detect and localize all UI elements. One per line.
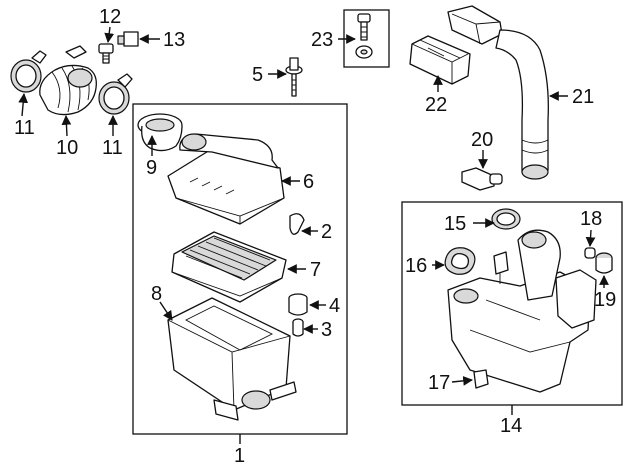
callout-21: 21 <box>572 86 594 108</box>
callout-1: 1 <box>234 445 245 467</box>
callout-5: 5 <box>252 64 263 86</box>
gasket-16[interactable] <box>444 247 476 275</box>
callout-17: 17 <box>428 372 450 394</box>
callout-19: 19 <box>594 289 616 311</box>
callout-6: 6 <box>303 171 314 193</box>
callout-16: 16 <box>405 255 427 277</box>
bolt-12[interactable] <box>98 43 114 64</box>
inlet-duct-9[interactable] <box>137 113 183 152</box>
air-cleaner-body-8[interactable] <box>167 297 297 421</box>
callout-8: 8 <box>151 283 162 305</box>
callout-9: 9 <box>146 157 157 179</box>
callout-13: 13 <box>163 29 185 51</box>
air-filter-element-7[interactable] <box>171 231 287 303</box>
air-intake-hose-21[interactable] <box>447 5 549 180</box>
leader-lines <box>18 26 609 444</box>
callout-22: 22 <box>425 94 447 116</box>
callout-15: 15 <box>444 213 466 235</box>
bushing-3[interactable] <box>292 318 304 337</box>
clip-nut-13[interactable] <box>117 31 139 47</box>
intake-assembly-14[interactable] <box>447 229 597 393</box>
grommet-19[interactable] <box>595 252 613 274</box>
callout-10: 10 <box>56 137 78 159</box>
callout-12: 12 <box>99 6 121 28</box>
grommet-4[interactable] <box>288 293 308 316</box>
hose-clamp-right[interactable] <box>98 73 133 115</box>
hose-clamp-left[interactable] <box>10 50 47 93</box>
callout-4: 4 <box>329 295 340 317</box>
callout-14: 14 <box>500 415 522 437</box>
retaining-clip-2[interactable] <box>289 213 305 235</box>
breather-fitting-20[interactable] <box>461 167 503 191</box>
callout-18: 18 <box>580 208 602 230</box>
bolt-washer-kit-23[interactable] <box>355 13 373 59</box>
callout-3: 3 <box>321 319 332 341</box>
resonator-22[interactable] <box>409 35 471 85</box>
callout-7: 7 <box>310 259 321 281</box>
callout-2: 2 <box>321 221 332 243</box>
bolt-5[interactable] <box>285 57 303 97</box>
clip-17[interactable] <box>473 369 489 389</box>
callout-11-right: 11 <box>102 137 123 159</box>
intake-duct-bellows[interactable] <box>39 45 97 116</box>
air-cleaner-cover-6[interactable] <box>167 133 285 225</box>
callout-20: 20 <box>471 129 493 151</box>
callout-23: 23 <box>311 29 333 51</box>
callout-11-left: 11 <box>14 117 35 139</box>
callout-labels: 11 10 11 12 13 5 23 22 21 20 9 6 2 7 8 4… <box>14 6 616 467</box>
seal-ring-15[interactable] <box>491 208 521 230</box>
plug-18[interactable] <box>584 247 596 259</box>
